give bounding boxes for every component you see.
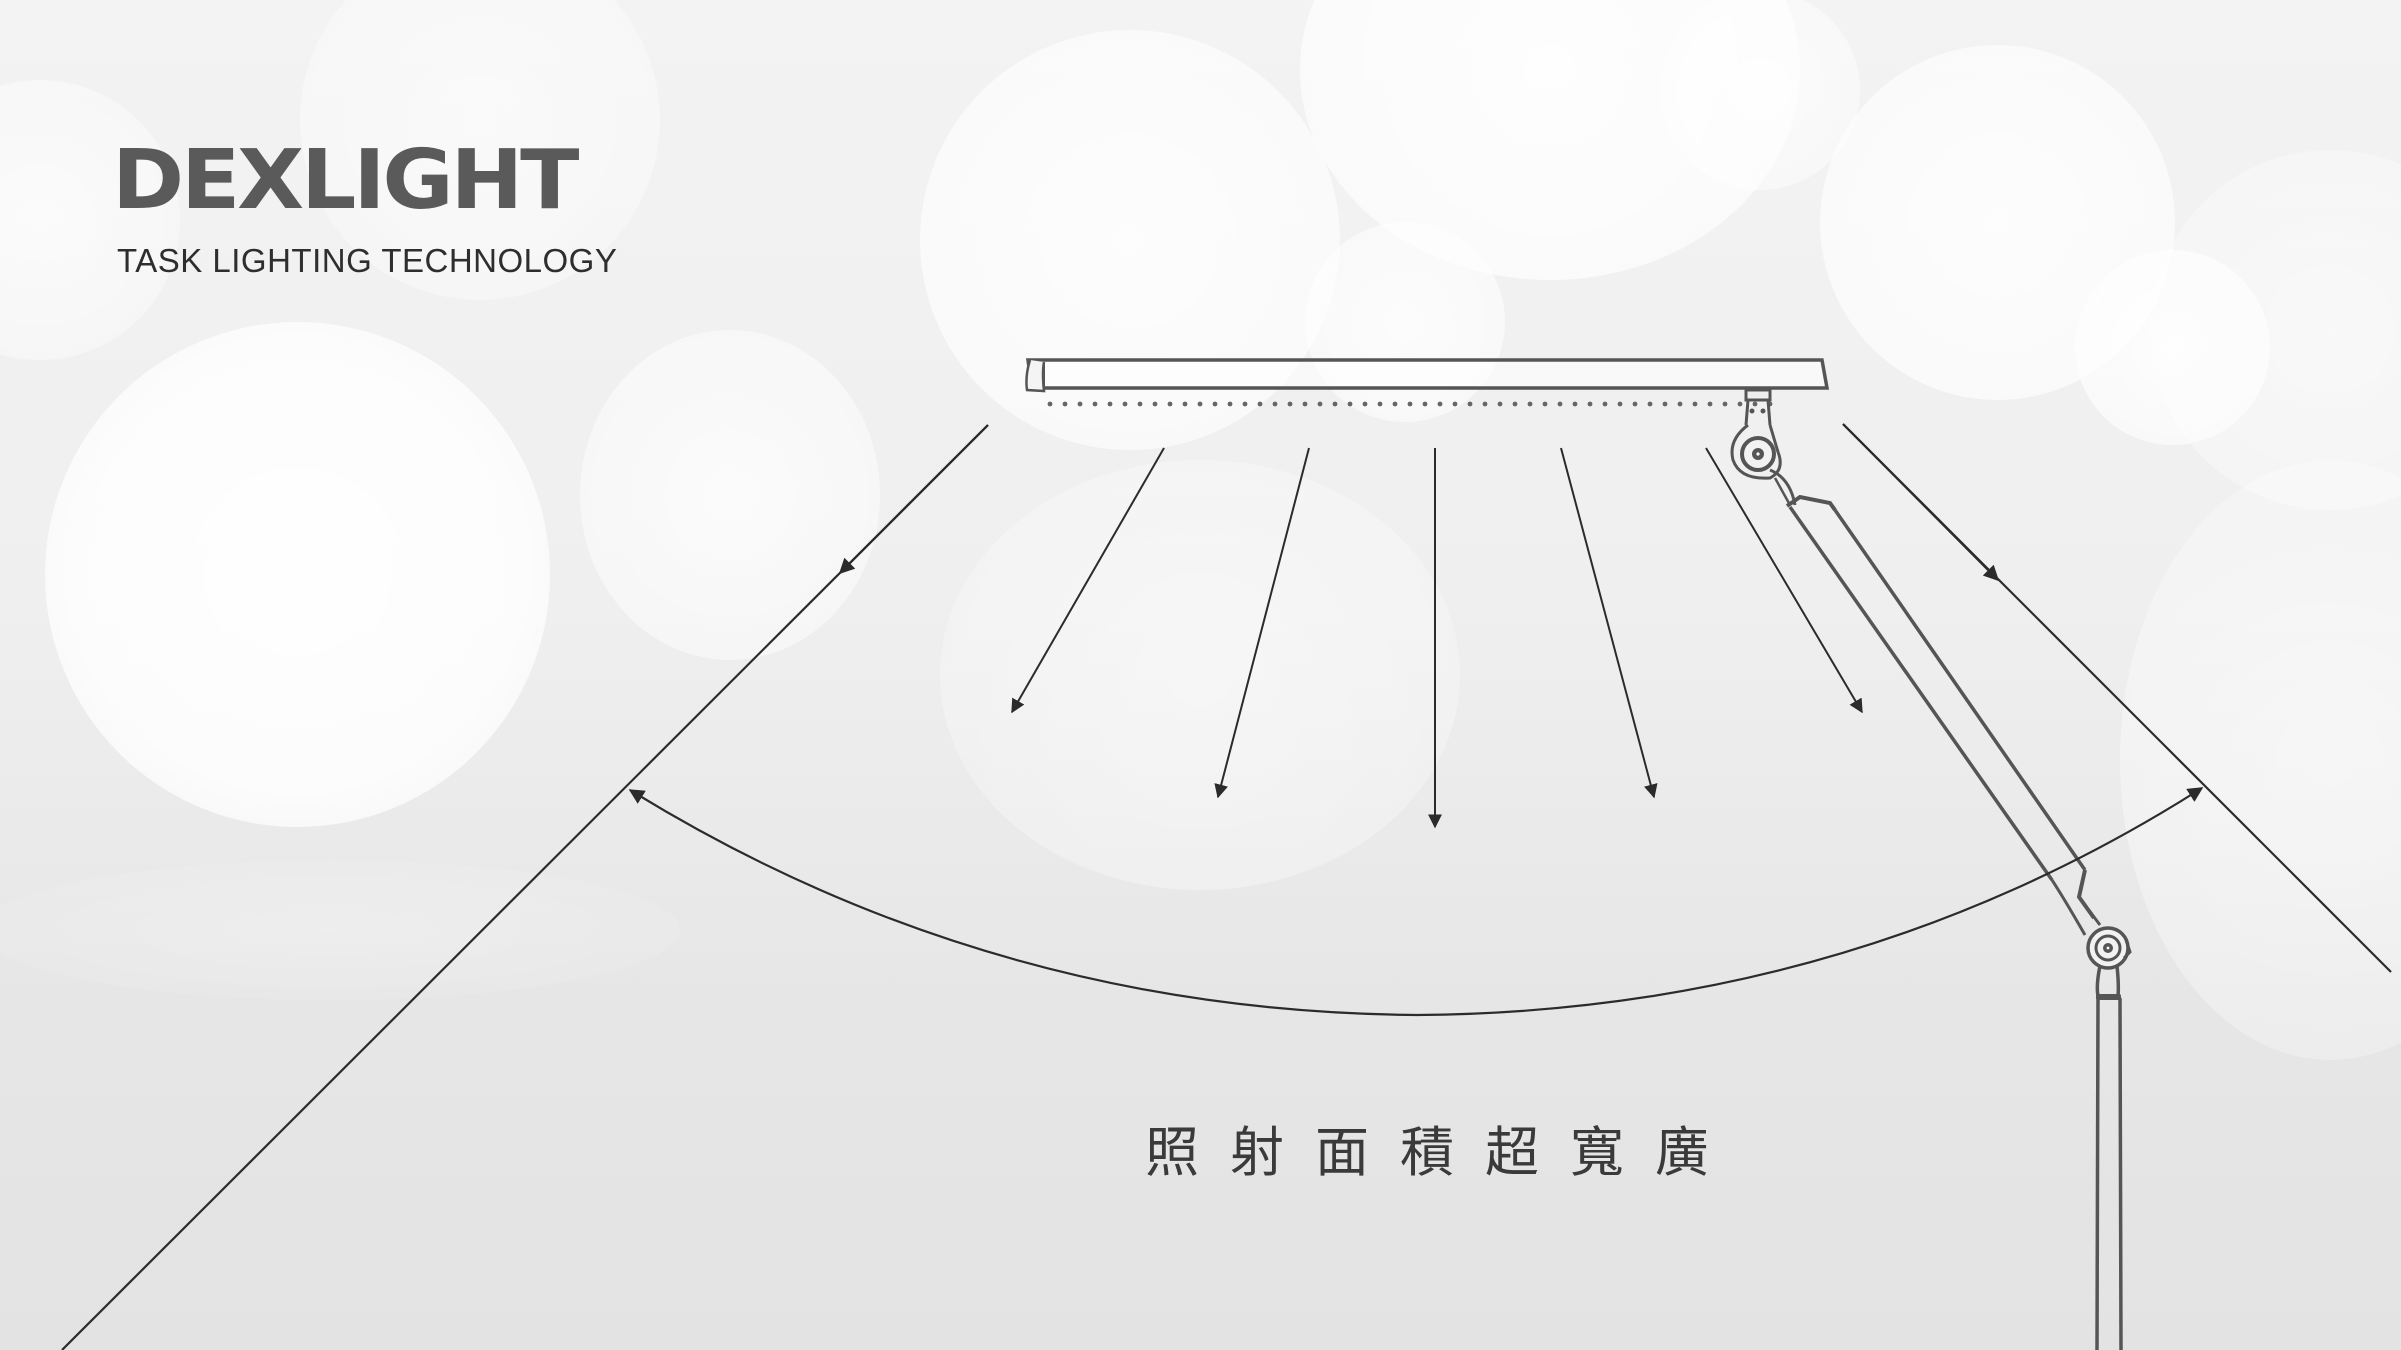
brand-tagline: TASK LIGHTING TECHNOLOGY <box>117 242 618 279</box>
ray-2 <box>1214 447 1310 799</box>
light-rays <box>1011 447 1863 829</box>
brand-logo: DEXLIGHT TASK LIGHTING TECHNOLOGY <box>112 140 617 280</box>
lamp-head <box>1025 358 1830 393</box>
ray-4 <box>1560 447 1658 799</box>
logo-x-accent-icon <box>238 140 300 212</box>
coverage-arc <box>628 787 2204 1017</box>
upper-hinge <box>1730 388 1782 480</box>
brand-name: DEXLIGHT <box>112 133 579 228</box>
led-dots <box>1047 401 1773 407</box>
ray-1 <box>1011 447 1165 714</box>
coverage-caption: 照射面積超寬廣 <box>1145 1121 1740 1184</box>
ray-5 <box>1705 447 1863 714</box>
beam-boundary-right <box>1842 423 2392 973</box>
lamp-pole <box>2095 997 2123 1350</box>
lower-joint <box>2086 926 2132 1000</box>
brand-wordmark: DEXLIGHT <box>112 140 648 222</box>
lamp-arm <box>1769 468 2102 936</box>
beam-boundary-left <box>61 424 989 1350</box>
